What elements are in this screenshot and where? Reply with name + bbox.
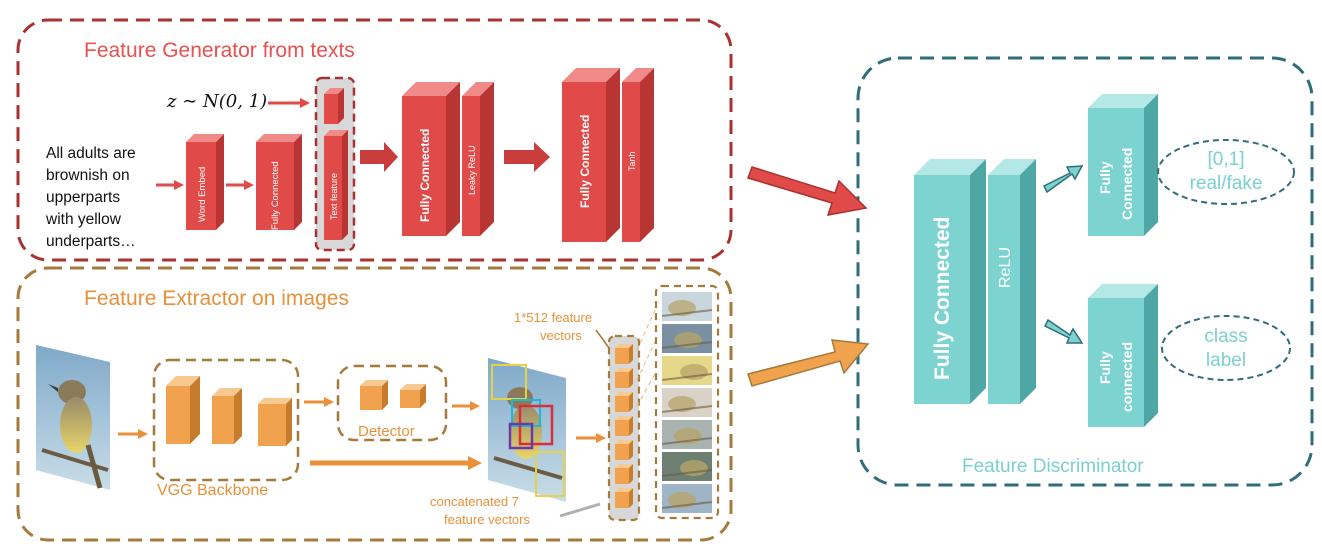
leaky-relu-block: Leaky ReLU <box>462 82 494 236</box>
vgg-layer-1 <box>166 376 200 444</box>
noise-label: z ∼ N(0, 1) <box>166 91 267 112</box>
arrow-leaky-to-fc2 <box>504 142 550 172</box>
arrow-concat-to-fc1 <box>360 142 398 172</box>
text-feature-block: Text feature <box>324 130 348 240</box>
word-embed-block: Word Embed <box>186 134 224 230</box>
disc-fc-bottom-label-line-2: connected <box>1119 342 1135 412</box>
detected-parts-image <box>488 358 566 502</box>
generator-group-box <box>16 18 733 262</box>
feature-vector-cells <box>615 344 633 508</box>
crop-thumbnails-group <box>654 284 720 520</box>
input-text-line-4: with yellow <box>45 211 122 228</box>
concat-label-line-2: feature vectors <box>444 512 530 527</box>
input-text-line-3: upperparts <box>46 189 120 206</box>
output-real-fake-line-1: [0,1] <box>1208 149 1245 170</box>
feature-vector-cell <box>615 488 633 508</box>
noise-vector-block <box>324 88 344 124</box>
input-bird-image <box>36 345 110 490</box>
tanh-block: Tanh <box>622 68 654 242</box>
feature-vector-cell <box>615 416 633 436</box>
vgg-layer-3 <box>258 398 292 446</box>
feature-vector-cell <box>615 464 633 484</box>
disc-fc-top-label-line-2: Connected <box>1119 148 1135 220</box>
fc1-label: Fully Connected <box>418 129 432 222</box>
fc-small-block: Fully Connected <box>256 134 302 230</box>
vector-crop-connectors <box>636 307 657 407</box>
detector-box <box>336 364 448 442</box>
disc-fc-top-block: Fully Connected <box>1088 94 1158 236</box>
output-real-fake-line-2: real/fake <box>1190 173 1263 194</box>
vgg-backbone-label: VGG Backbone <box>157 482 268 499</box>
arrow-backbone-bypass <box>310 456 482 470</box>
arrow-crops-to-vectors <box>576 433 606 443</box>
fc2-label: Fully Connected <box>578 115 592 208</box>
disc-fc-bottom-label-line-1: Fully <box>1097 351 1113 384</box>
input-text-line-2: brownish on <box>46 167 130 184</box>
output-real-fake-ellipse <box>1157 139 1295 205</box>
input-text-line-1: All adults are <box>46 145 136 162</box>
detector-layer-1 <box>360 380 388 410</box>
concat-pointer <box>559 502 601 518</box>
feature-vector-cell <box>615 440 633 460</box>
disc-fc-bottom-block: Fully connected <box>1088 284 1158 427</box>
arrow-text-to-embed <box>156 180 184 190</box>
arrow-detector-to-crops <box>452 401 480 411</box>
concat-label-line-1: concatenated 7 <box>430 494 519 509</box>
feature-vector-cell <box>615 344 633 364</box>
fc2-block: Fully Connected <box>562 68 620 242</box>
detector-label: Detector <box>358 423 415 440</box>
feature-vectors-label-line-1: 1*512 feature <box>514 310 592 325</box>
feature-vector-cell <box>615 368 633 388</box>
output-class-label-ellipse <box>1161 315 1291 381</box>
crop-thumbnail <box>661 292 713 321</box>
disc-relu-label: ReLU <box>997 247 1014 288</box>
input-text-line-5: underparts… <box>46 233 136 250</box>
arrow-relu-to-fc-top <box>1042 165 1084 194</box>
feature-vector-cell <box>615 392 633 412</box>
arrow-extractor-to-discriminator <box>747 339 870 387</box>
noise-arrow <box>268 98 310 108</box>
vgg-layer-2 <box>212 388 242 444</box>
disc-fc-top-label-line-1: Fully <box>1097 161 1113 194</box>
arrow-generator-to-discriminator <box>747 166 868 216</box>
disc-fc-main-label: Fully Connected <box>931 217 954 380</box>
feature-vectors-label-line-2: vectors <box>540 328 582 343</box>
text-feature-label: Text feature <box>329 173 339 220</box>
word-embed-label: Word Embed <box>197 167 208 222</box>
generator-title: Feature Generator from texts <box>84 39 355 62</box>
discriminator-title: Feature Discriminator <box>962 456 1144 477</box>
crop-thumbnail <box>661 388 713 417</box>
fc-small-label: Fully Connected <box>270 161 281 230</box>
crop-thumbnails <box>661 292 713 513</box>
crop-thumbnail <box>661 420 713 449</box>
arrow-relu-to-fc-bottom <box>1043 318 1084 344</box>
extractor-title: Feature Extractor on images <box>84 287 349 310</box>
arrow-backbone-to-detector <box>304 397 334 407</box>
fc1-block: Fully Connected <box>402 82 460 236</box>
disc-relu-block: ReLU <box>988 159 1036 404</box>
tanh-label: Tanh <box>627 151 637 171</box>
output-class-label-line-2: label <box>1206 350 1246 371</box>
arrow-embed-to-fc <box>226 180 254 190</box>
crop-thumbnail <box>661 356 713 385</box>
leaky-relu-label: Leaky ReLU <box>467 145 477 195</box>
crop-thumbnail <box>661 484 713 513</box>
output-class-label-line-1: class <box>1204 326 1247 347</box>
crop-thumbnail <box>661 324 713 353</box>
detector-layer-2 <box>400 384 426 408</box>
discriminator-group-box <box>856 56 1314 487</box>
arrow-image-to-backbone <box>118 429 148 439</box>
vgg-backbone-box <box>152 358 300 482</box>
disc-fc-main-block: Fully Connected <box>914 159 986 404</box>
extractor-group-box <box>16 266 733 542</box>
crop-thumbnail <box>661 452 713 481</box>
